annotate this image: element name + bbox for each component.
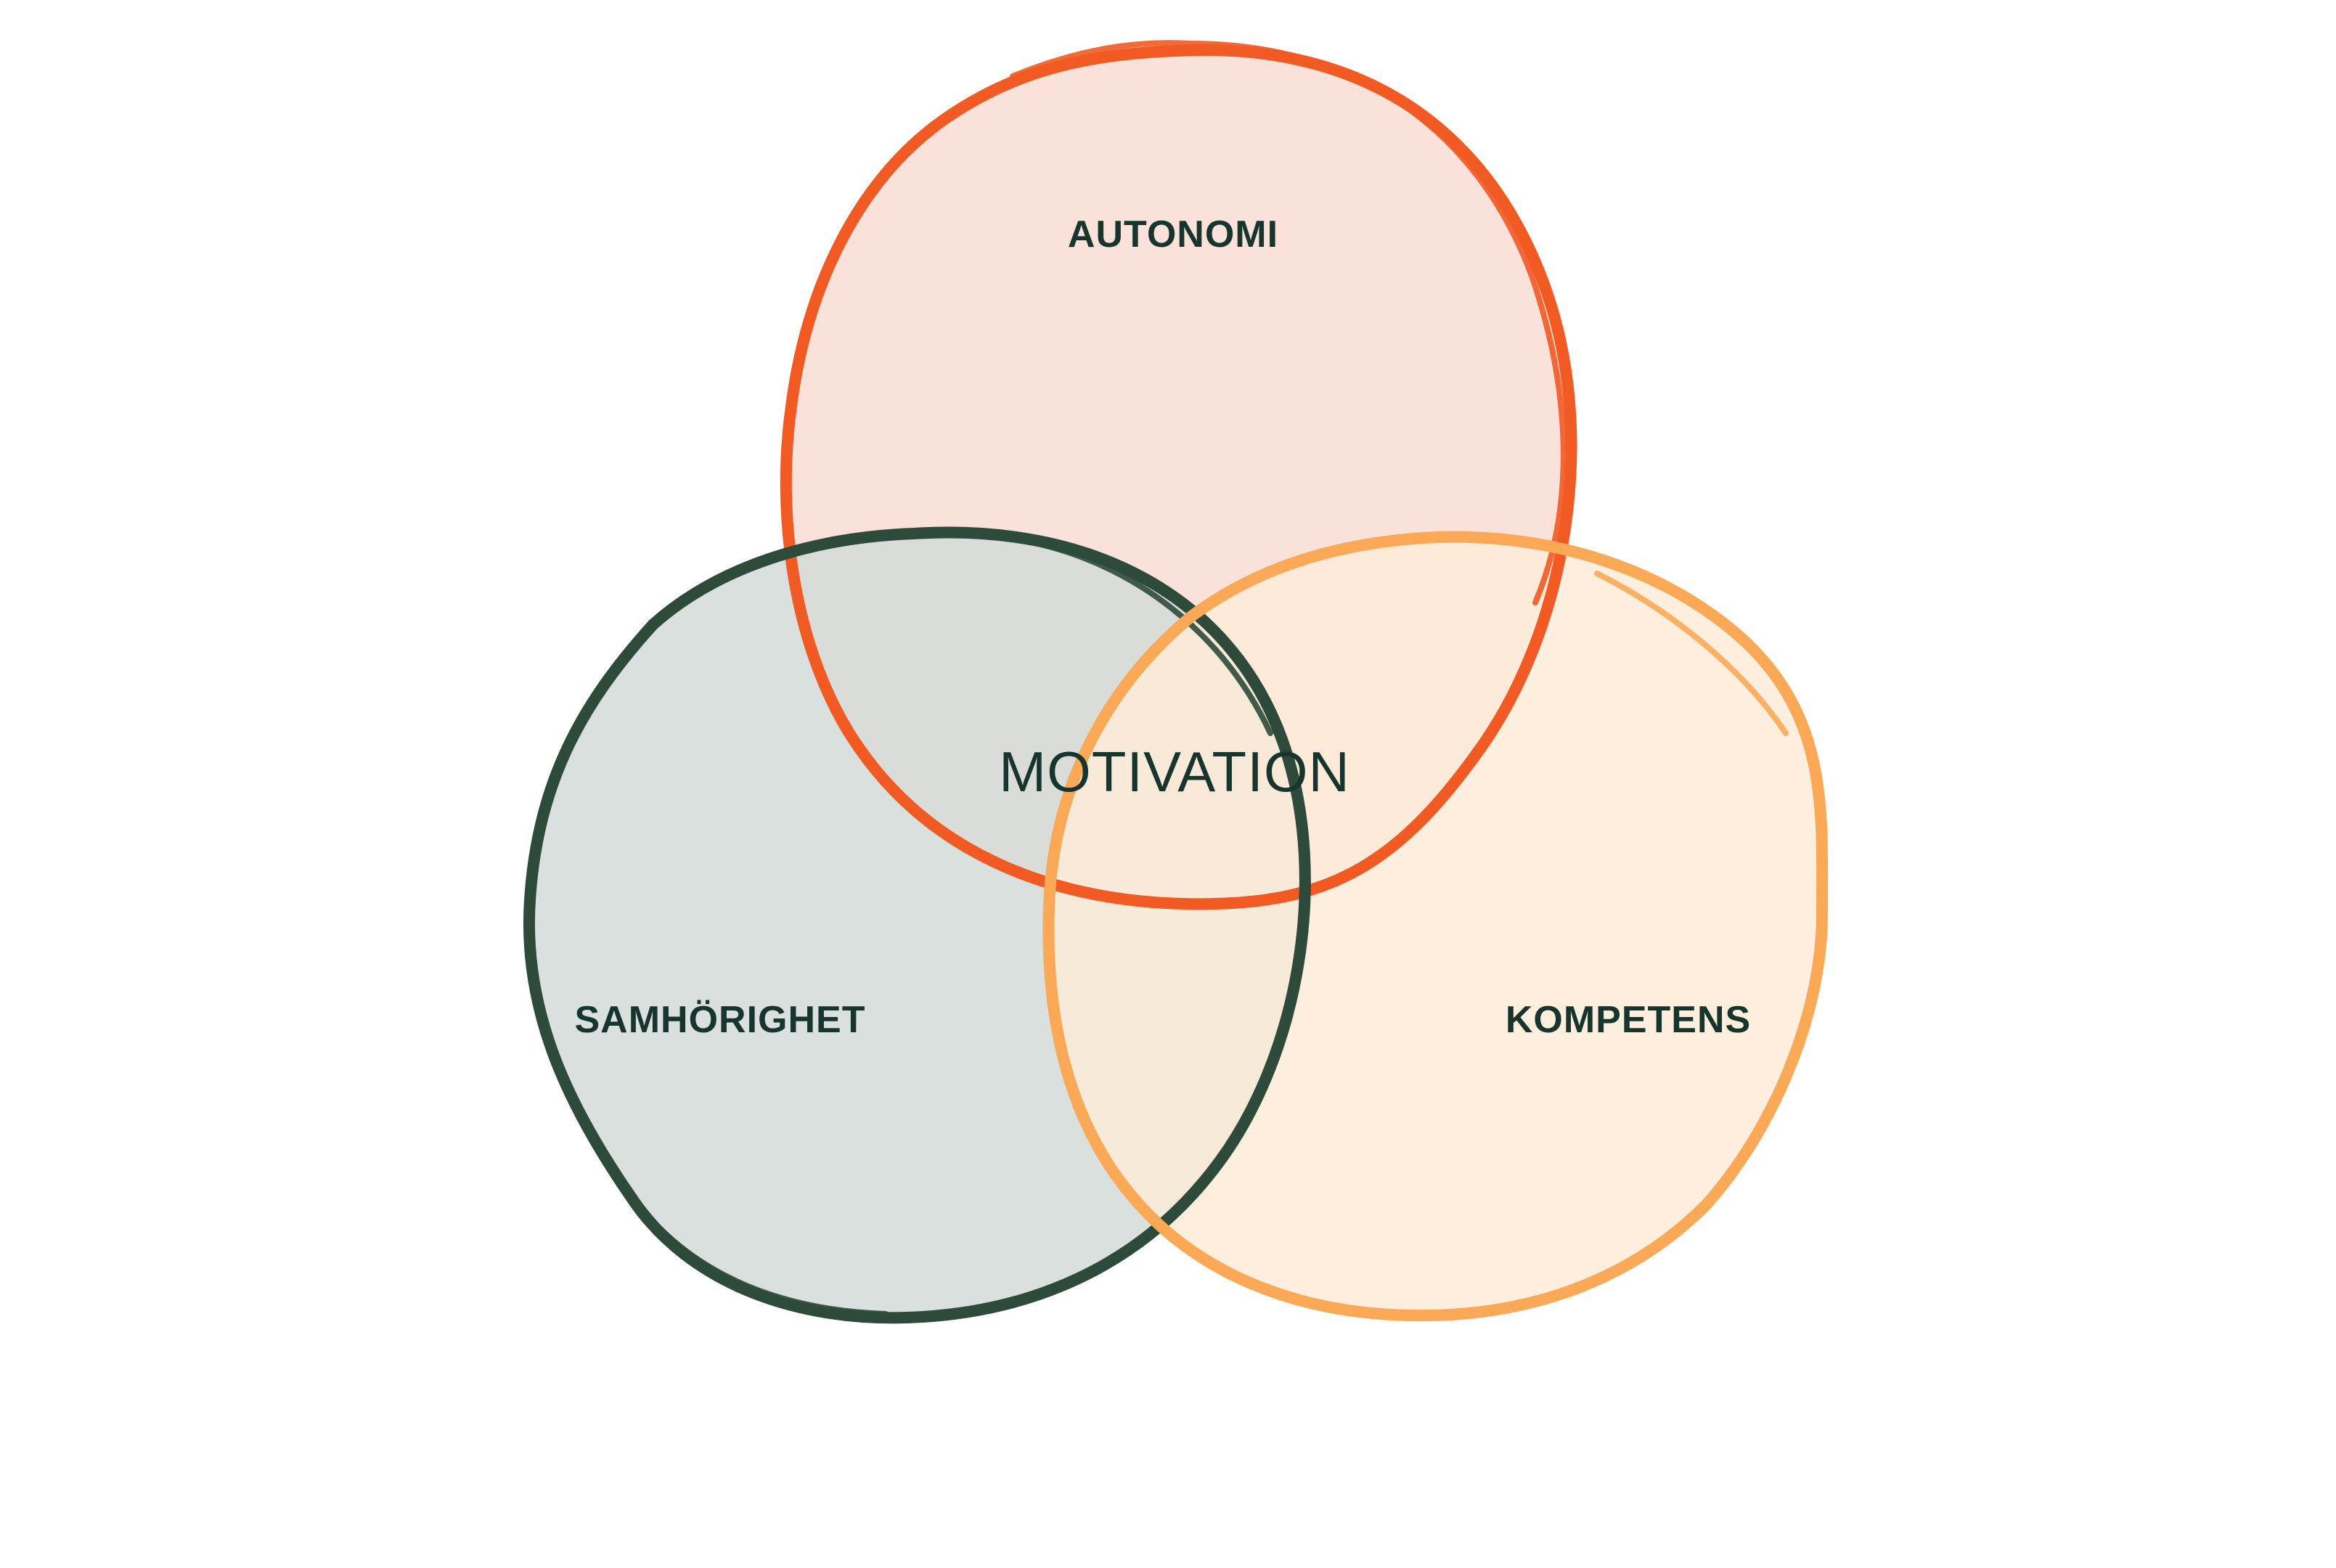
samhorighet-circle-outline <box>523 526 1311 1324</box>
autonomi-circle-sketch <box>1010 40 1567 605</box>
kompetens-label: KOMPETENS <box>1506 999 1751 1041</box>
samhorighet-label: SAMHÖRIGHET <box>575 999 866 1041</box>
autonomi-circle-outline <box>780 44 1577 910</box>
samhorighet-circle-sketch <box>636 534 1273 1317</box>
circle-strokes <box>523 40 1829 1324</box>
autonomi-label: AUTONOMI <box>1068 213 1278 256</box>
motivation-center-label: MOTIVATION <box>999 740 1350 804</box>
kompetens-circle-sketch <box>1159 571 1789 1320</box>
venn-labels: AUTONOMI SAMHÖRIGHET KOMPETENS MOTIVATIO… <box>575 213 1751 1041</box>
kompetens-circle-outline <box>1042 531 1829 1322</box>
